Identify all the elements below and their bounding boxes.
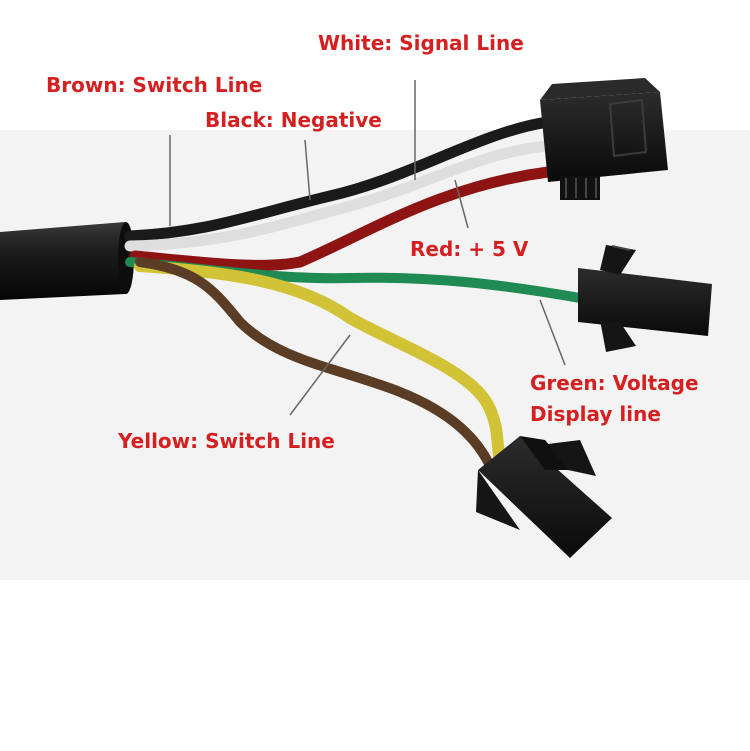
connector-bottom xyxy=(476,436,612,558)
leader-black xyxy=(304,139,311,201)
label-black: Black: Negative xyxy=(205,108,382,132)
label-brown: Brown: Switch Line xyxy=(46,73,262,97)
photo-background xyxy=(0,130,750,580)
leader-yellow xyxy=(289,334,351,416)
wire-black xyxy=(124,116,554,242)
label-white: White: Signal Line xyxy=(318,31,524,55)
leader-red xyxy=(454,179,469,229)
leader-green xyxy=(539,299,566,366)
wire-white xyxy=(124,140,554,252)
connector-top xyxy=(540,78,668,200)
label-red: Red: + 5 V xyxy=(410,237,529,261)
connector-middle xyxy=(578,245,712,352)
wire-red xyxy=(129,166,554,271)
label-yellow: Yellow: Switch Line xyxy=(117,429,335,453)
label-green-line1: Green: Voltage xyxy=(530,371,699,395)
cable-jacket xyxy=(0,222,134,300)
wire-yellow xyxy=(134,260,506,466)
wire-brown xyxy=(135,257,497,475)
leader-lines xyxy=(169,80,566,416)
label-green-line2: Display line xyxy=(530,402,661,426)
wires xyxy=(124,116,585,475)
